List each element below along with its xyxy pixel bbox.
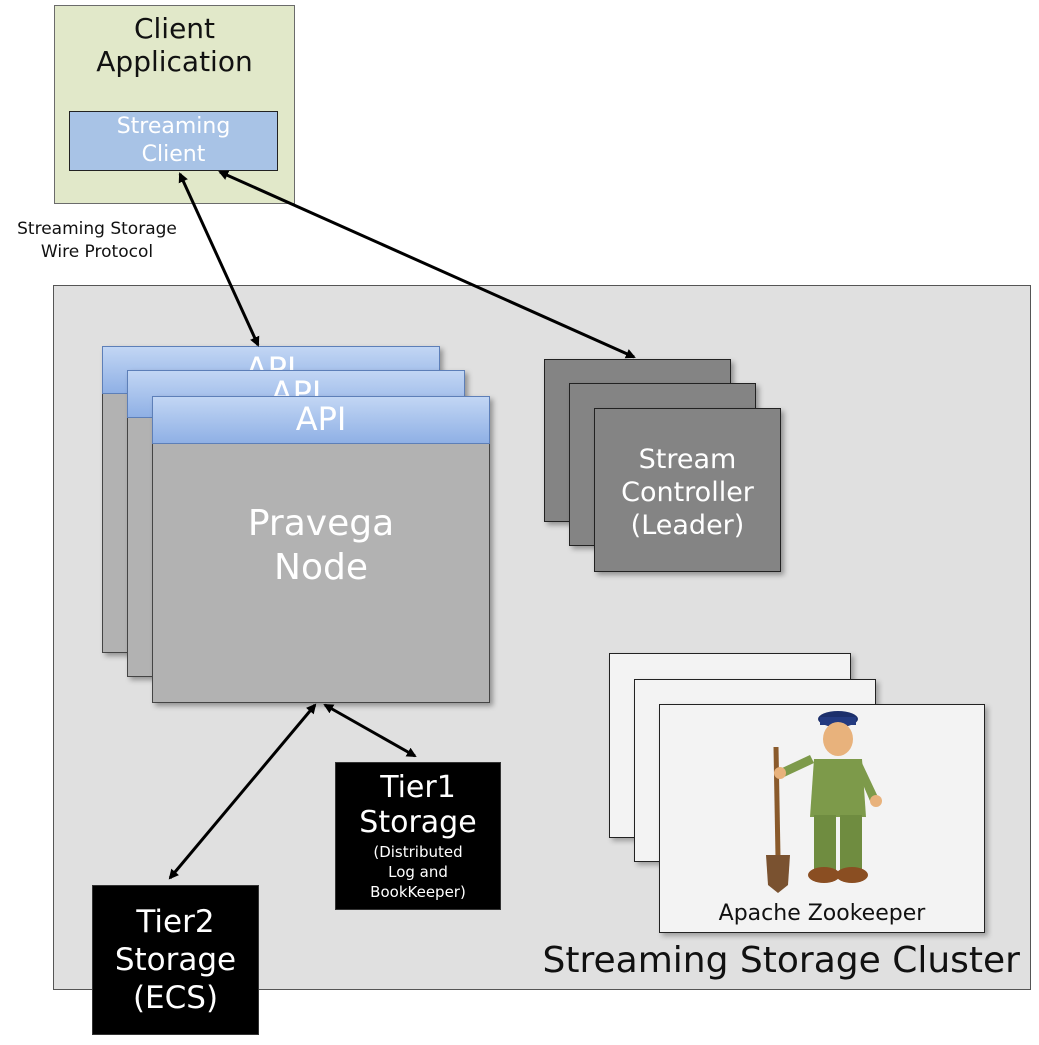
stream-controller-front: Stream Controller (Leader) (594, 408, 781, 572)
arrow-client-to-api (178, 172, 260, 347)
arrow-client-to-controller (218, 170, 636, 359)
cluster-label: Streaming Storage Cluster (542, 940, 1020, 981)
tier1-storage-title: Tier1 Storage (359, 770, 477, 840)
streaming-client-label: Streaming Client (116, 114, 231, 167)
pravega-node-front: API Pravega Node (152, 396, 490, 703)
tier1-storage-subtitle: (Distributed Log and BookKeeper) (370, 843, 466, 901)
arrow-node-to-tier1 (323, 703, 417, 758)
zookeeper-label: Apache Zookeeper (718, 901, 926, 926)
zookeeper-card-front: Apache Zookeeper (659, 704, 985, 933)
arrow-node-to-tier2 (168, 703, 317, 880)
api-bar: API (152, 396, 490, 444)
pravega-node-label: Pravega Node (247, 503, 395, 588)
stream-controller-label: Stream Controller (Leader) (621, 444, 754, 541)
streaming-client-box: Streaming Client (69, 111, 278, 171)
zookeeper-mascot-icon (766, 711, 882, 893)
wire-protocol-label: Streaming Storage Wire Protocol (17, 219, 177, 262)
client-application-title: Client Application (96, 12, 253, 78)
tier2-storage-title: Tier2 Storage (ECS) (114, 904, 237, 1016)
tier1-storage-box: Tier1 Storage (Distributed Log and BookK… (335, 762, 501, 910)
tier2-storage-box: Tier2 Storage (ECS) (92, 885, 259, 1035)
